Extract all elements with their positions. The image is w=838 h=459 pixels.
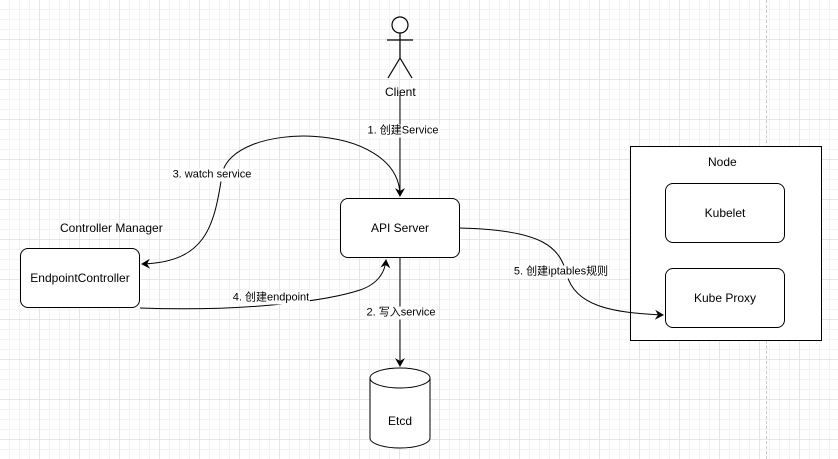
label-create-service: 1. 创建Service [366,124,440,138]
controller-manager-label: Controller Manager [60,221,163,235]
label-watch-service: 3. watch service [171,168,253,182]
label-write-service: 2. 写入service [365,306,437,320]
kube-proxy-label: Kube Proxy [693,291,757,305]
endpoint-controller-label: EndpointController [30,271,130,285]
client-actor-icon[interactable] [387,16,413,79]
edge-create-endpoint[interactable] [139,259,391,310]
endpoint-controller-box[interactable]: EndpointController [20,248,140,308]
kube-proxy-box[interactable]: Kube Proxy [665,268,785,328]
label-create-iptables: 5. 创建iptables规则 [512,265,610,279]
api-server-box[interactable]: API Server [340,198,460,258]
node-label: Node [708,155,737,169]
edge-watch-service[interactable] [141,135,401,269]
etcd-label: Etcd [388,414,413,428]
client-label: Client [385,85,416,99]
api-server-label: API Server [370,221,430,235]
label-create-endpoint: 4. 创建endpoint [231,291,311,305]
etcd-database-icon[interactable] [369,367,431,449]
kubelet-label: Kubelet [704,206,746,220]
kubelet-box[interactable]: Kubelet [665,183,785,243]
